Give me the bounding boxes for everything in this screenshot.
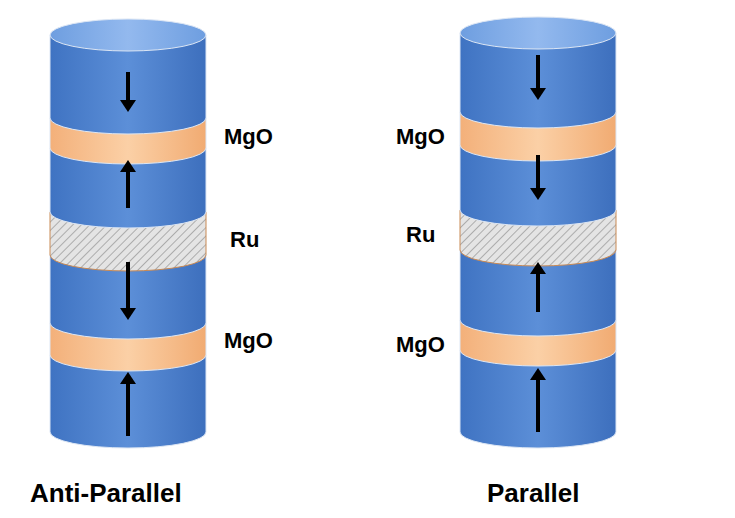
layer-label: MgO	[224, 330, 273, 352]
magnetic-layer	[50, 148, 206, 228]
arrow-shaft	[126, 72, 130, 100]
arrow-head	[120, 100, 136, 112]
magnetization-arrow	[530, 55, 546, 100]
arrow-shaft	[126, 384, 130, 436]
arrow-shaft	[126, 172, 130, 208]
magnetic-layer	[460, 250, 616, 336]
stack-caption: Parallel	[487, 480, 580, 506]
arrow-head	[530, 262, 546, 274]
layer-label: MgO	[396, 334, 445, 356]
magnetization-arrow	[120, 372, 136, 436]
arrow-head	[120, 308, 136, 320]
arrow-shaft	[536, 380, 540, 432]
arrow-shaft	[536, 55, 540, 88]
arrow-head	[530, 188, 546, 200]
arrow-head	[530, 88, 546, 100]
magnetization-arrow	[530, 262, 546, 312]
arrow-head	[120, 160, 136, 172]
cylinder-top	[50, 19, 206, 51]
arrow-shaft	[536, 274, 540, 312]
magnetic-layer	[50, 255, 206, 339]
magnetization-arrow	[530, 155, 546, 200]
magnetization-arrow	[120, 262, 136, 320]
cylinder-stack	[460, 17, 616, 448]
layer-label: Ru	[230, 229, 259, 251]
arrow-shaft	[536, 155, 540, 188]
arrow-head	[120, 372, 136, 384]
arrow-shaft	[126, 262, 130, 308]
magnetization-arrow	[120, 72, 136, 112]
magnetization-arrow	[120, 160, 136, 208]
layer-label: MgO	[396, 126, 445, 148]
layer-label: MgO	[224, 126, 273, 148]
cylinder-stack	[50, 19, 206, 448]
arrow-head	[530, 368, 546, 380]
layer-label: Ru	[406, 224, 435, 246]
magnetization-arrow	[530, 368, 546, 432]
stack-caption: Anti-Parallel	[30, 480, 182, 506]
cylinder-top	[460, 17, 616, 49]
magnetic-layer	[460, 145, 616, 226]
